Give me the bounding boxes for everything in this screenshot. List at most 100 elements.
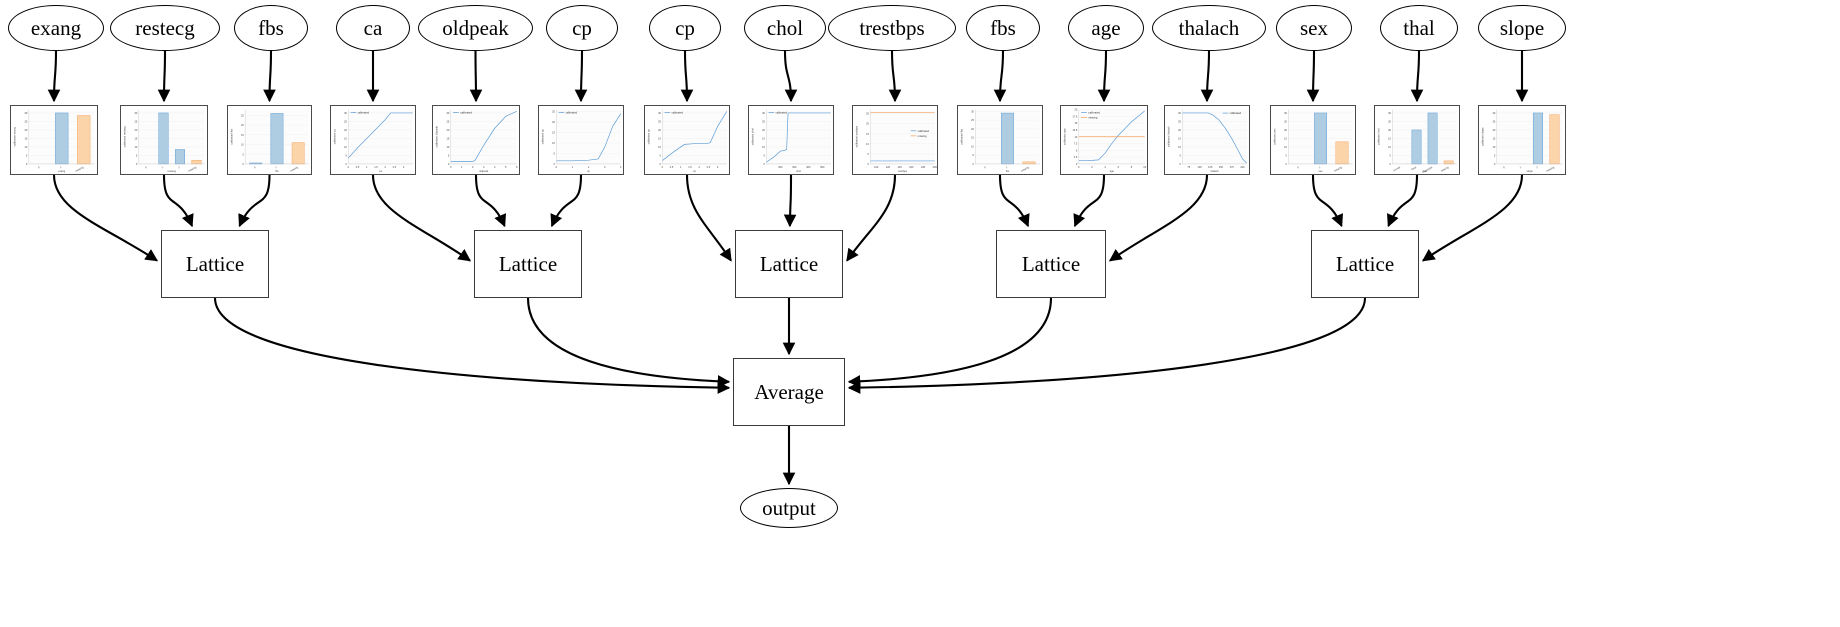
svg-text:0: 0 [346, 162, 348, 166]
svg-text:5: 5 [764, 153, 766, 157]
input-node-sex-12[interactable]: sex [1276, 5, 1352, 51]
svg-text:calibrated ca: calibrated ca [333, 129, 337, 145]
lattice-node-2[interactable]: Lattice [735, 230, 843, 298]
input-node-label: cp [572, 15, 592, 40]
svg-text:exang: exang [58, 170, 66, 173]
input-node-label: age [1091, 15, 1121, 40]
svg-text:3: 3 [717, 165, 719, 169]
svg-text:0: 0 [1078, 165, 1080, 169]
svg-text:0: 0 [1180, 162, 1182, 166]
svg-text:0: 0 [242, 162, 244, 166]
input-node-fbs-2[interactable]: fbs [234, 5, 308, 51]
svg-text:25: 25 [241, 113, 244, 117]
svg-text:5: 5 [505, 165, 507, 169]
svg-text:0: 0 [136, 162, 138, 166]
input-node-restecg-1[interactable]: restecg [110, 5, 220, 51]
svg-text:calibrated: calibrated [566, 110, 578, 114]
graph-edge [574, 50, 588, 103]
input-node-fbs-9[interactable]: fbs [966, 5, 1040, 51]
graph-edge [846, 174, 897, 262]
graph-edge [847, 297, 1367, 394]
svg-text:10: 10 [552, 141, 555, 145]
svg-text:calibrated oldpeak: calibrated oldpeak [435, 125, 439, 147]
svg-text:sex: sex [1319, 170, 1324, 173]
lattice-node-4[interactable]: Lattice [1311, 230, 1419, 298]
graph-edge [1108, 174, 1209, 262]
input-node-thalach-11[interactable]: thalach [1152, 5, 1266, 51]
graph-edge [474, 174, 507, 228]
svg-text:cp: cp [693, 170, 696, 173]
graph-edge [213, 297, 731, 394]
svg-text:5: 5 [1076, 148, 1078, 152]
input-node-ca-3[interactable]: ca [336, 5, 410, 51]
graph-edge [1410, 50, 1424, 103]
svg-text:missing: missing [289, 165, 299, 173]
graph-edge [526, 297, 731, 388]
lattice-node-3[interactable]: Lattice [996, 230, 1106, 298]
lattice-node-0[interactable]: Lattice [161, 230, 269, 298]
graph-edge [847, 297, 1053, 388]
svg-text:0: 0 [253, 165, 257, 170]
svg-text:2: 2 [1535, 165, 1539, 170]
input-node-cp-5[interactable]: cp [546, 5, 618, 51]
graph-edge [52, 174, 159, 262]
svg-text:400: 400 [806, 165, 811, 169]
svg-text:10: 10 [971, 144, 974, 148]
input-node-exang-0[interactable]: exang [8, 5, 104, 51]
svg-text:30: 30 [1284, 111, 1287, 115]
svg-text:2: 2 [698, 165, 700, 169]
svg-text:0.5: 0.5 [356, 165, 360, 169]
graph-edge [1386, 174, 1419, 228]
svg-text:missing: missing [187, 165, 197, 173]
svg-text:1.5: 1.5 [688, 165, 692, 169]
svg-text:2.5: 2.5 [393, 165, 397, 169]
lattice-node-label: Lattice [1335, 251, 1395, 276]
input-node-age-10[interactable]: age [1068, 5, 1144, 51]
input-node-oldpeak-4[interactable]: oldpeak [418, 5, 533, 51]
svg-text:missing: missing [1545, 165, 1555, 173]
svg-text:5: 5 [973, 153, 975, 157]
graph-edge [162, 174, 194, 228]
svg-text:20: 20 [134, 128, 137, 132]
input-node-trestbps-8[interactable]: trestbps [828, 5, 956, 51]
svg-text:age: age [1110, 170, 1115, 173]
input-node-thal-13[interactable]: thal [1380, 5, 1458, 51]
lattice-node-1[interactable]: Lattice [474, 230, 582, 298]
input-node-slope-14[interactable]: slope [1478, 5, 1566, 51]
input-node-cp-6[interactable]: cp [649, 5, 721, 51]
svg-text:calibrated sex: calibrated sex [1273, 128, 1277, 145]
svg-text:15: 15 [24, 136, 27, 140]
svg-text:30: 30 [446, 111, 449, 115]
svg-text:25: 25 [24, 119, 27, 123]
svg-text:missing: missing [918, 134, 927, 138]
svg-text:25: 25 [446, 119, 449, 123]
svg-text:slope: slope [1527, 169, 1534, 173]
svg-text:0: 0 [660, 162, 662, 166]
svg-text:1: 1 [461, 165, 463, 169]
svg-text:30: 30 [1492, 111, 1495, 115]
average-node[interactable]: Average [733, 358, 845, 426]
input-node-chol-7[interactable]: chol [744, 5, 826, 51]
output-node[interactable]: output [740, 488, 838, 528]
svg-text:15: 15 [446, 136, 449, 140]
svg-text:5: 5 [660, 153, 662, 157]
svg-text:0: 0 [556, 165, 558, 169]
svg-text:calibrated exang: calibrated exang [13, 126, 17, 146]
svg-text:thalach: thalach [1211, 169, 1220, 173]
